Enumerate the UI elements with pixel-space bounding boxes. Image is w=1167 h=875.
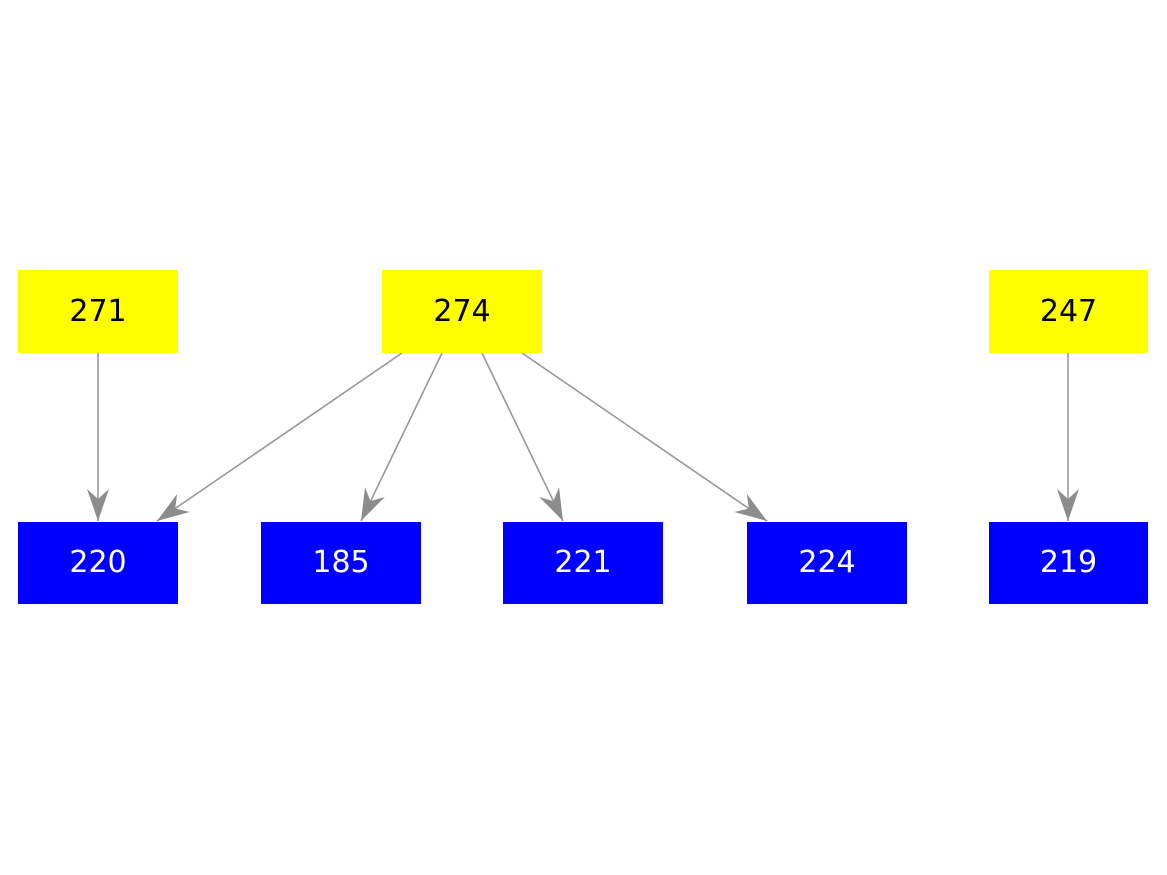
node-label-185: 185 [312, 545, 370, 580]
node-label-271: 271 [69, 293, 127, 329]
graph-node-219: 219 [989, 522, 1148, 604]
graph-node-185: 185 [261, 522, 421, 604]
node-label-221: 221 [554, 545, 612, 580]
graph-node-274: 274 [382, 270, 542, 353]
node-label-220: 220 [69, 545, 127, 580]
edge-274-185 [360, 352, 443, 522]
graph-node-221: 221 [503, 522, 663, 604]
graph-node-220: 220 [18, 522, 178, 604]
graph-node-247: 247 [989, 270, 1148, 353]
graph-node-224: 224 [747, 522, 907, 604]
node-label-247: 247 [1039, 293, 1098, 329]
node-label-224: 224 [798, 545, 856, 580]
node-label-274: 274 [433, 293, 491, 329]
edge-274-220 [156, 352, 403, 522]
graph-node-271: 271 [18, 270, 178, 353]
edge-274-221 [481, 352, 564, 522]
edge-274-224 [521, 352, 768, 522]
node-label-219: 219 [1039, 545, 1098, 580]
